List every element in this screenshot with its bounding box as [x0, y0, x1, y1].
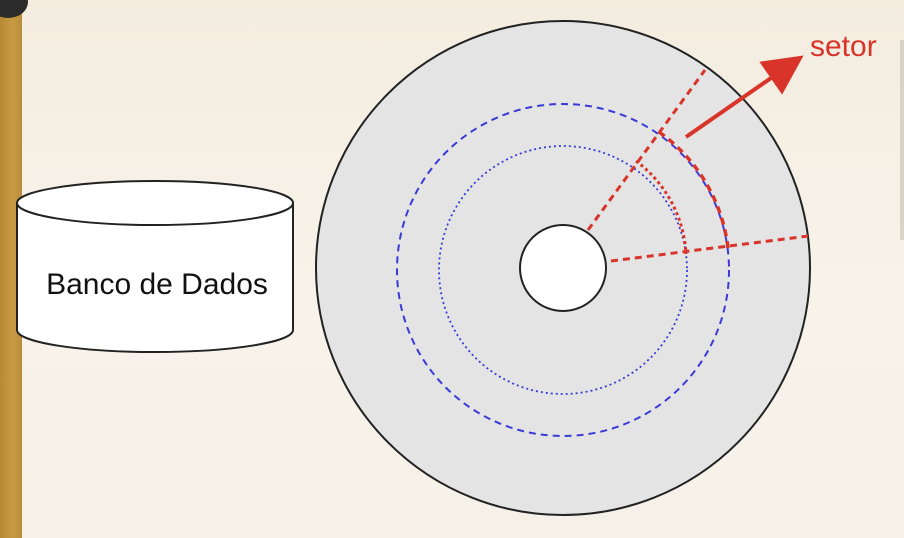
sector-label: setor — [810, 30, 877, 63]
track-inner — [438, 145, 688, 395]
database-cylinder: Banco de Dados — [16, 180, 294, 353]
disk-hole — [519, 224, 607, 312]
sector-arc-outer — [657, 130, 730, 249]
corner-shadow — [0, 0, 28, 18]
sector-boundary-upper — [586, 69, 707, 231]
track-outer — [396, 103, 730, 437]
left-edge-bar — [0, 0, 22, 538]
right-edge-strip — [900, 40, 904, 240]
database-label: Banco de Dados — [46, 268, 268, 301]
disk-platter: setor — [315, 20, 877, 516]
database-body — [16, 203, 294, 353]
database-top — [16, 180, 294, 226]
sector-arc-inner — [635, 159, 688, 255]
sector-arrow — [684, 55, 804, 139]
sector-boundary-lower — [610, 234, 809, 263]
